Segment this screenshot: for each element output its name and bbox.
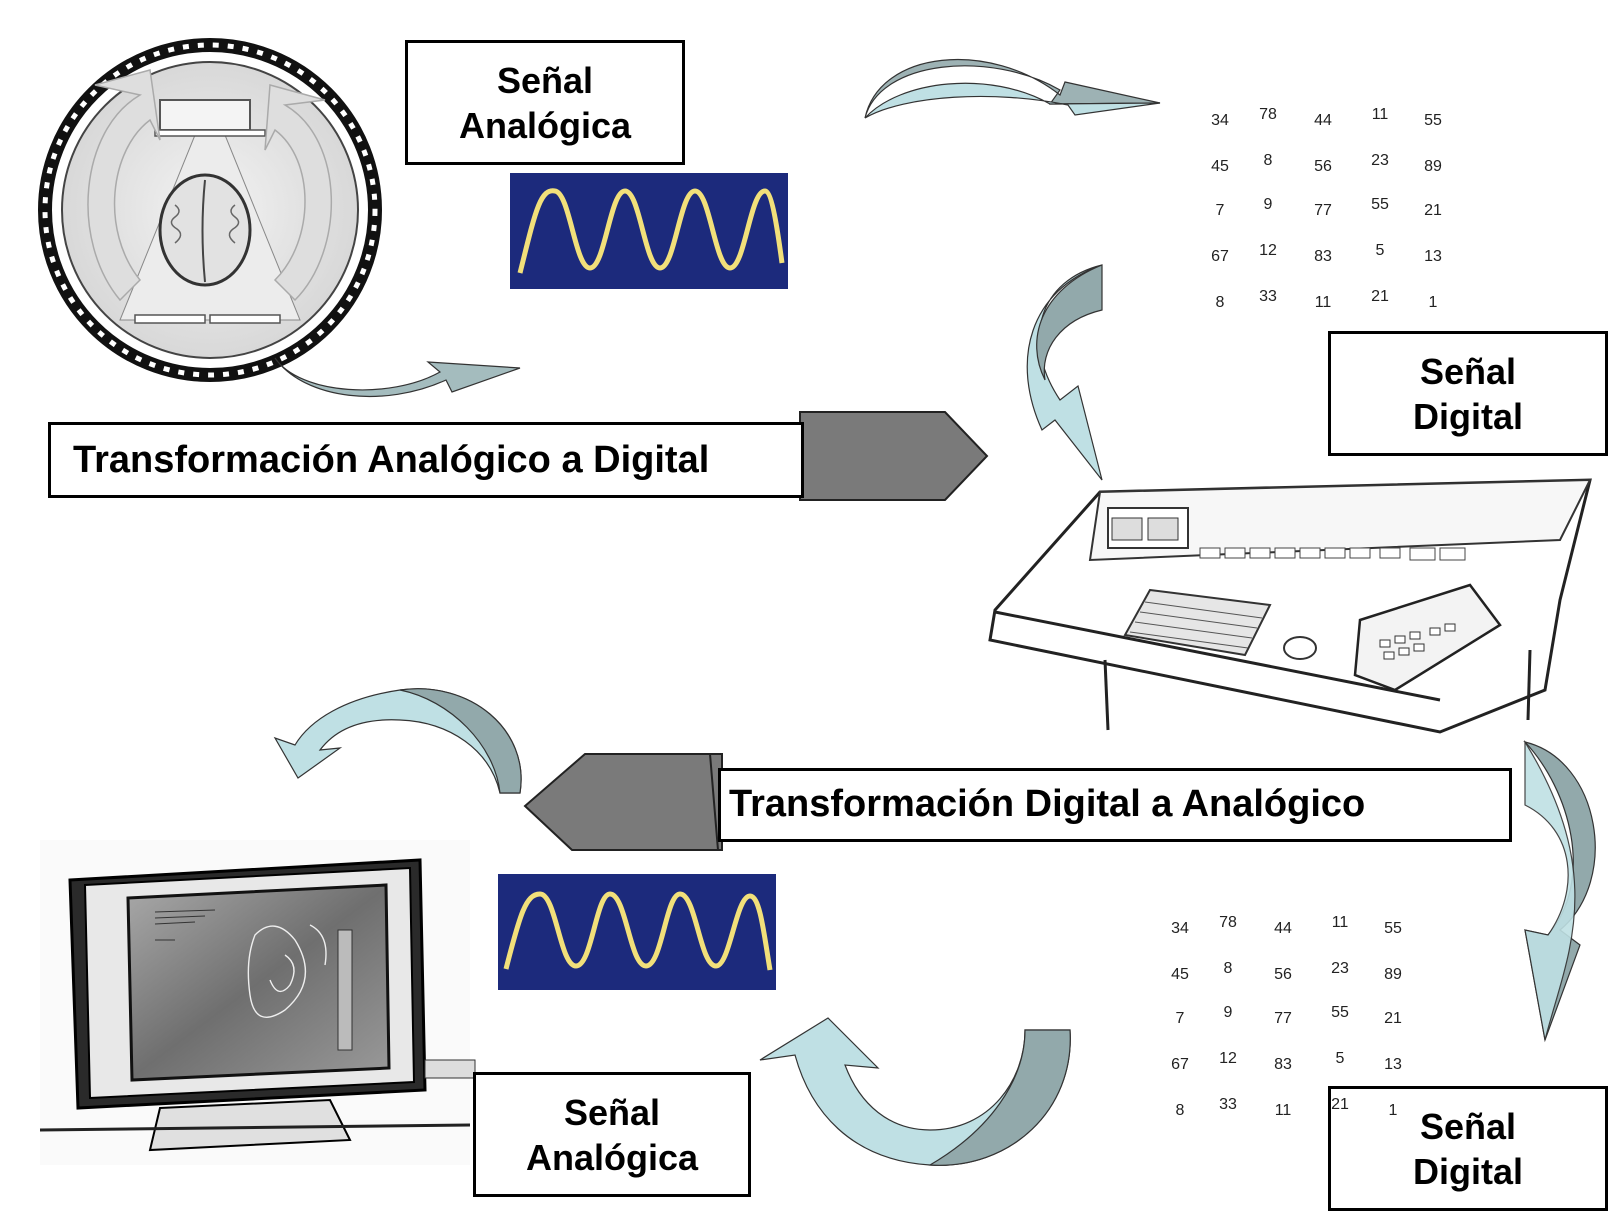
digital-signal-label-top: Señal Digital bbox=[1328, 331, 1608, 456]
digital-value-cell: 7 bbox=[1215, 202, 1225, 219]
digital-value-cell: 11 bbox=[1314, 294, 1332, 311]
digital-value-cell: 5 bbox=[1375, 242, 1385, 259]
label-line: Digital bbox=[1412, 395, 1523, 437]
digital-value-cell: 21 bbox=[1331, 1096, 1349, 1113]
digital-value-cell: 23 bbox=[1331, 960, 1349, 977]
analog-wave-image-top bbox=[510, 173, 788, 289]
scanner-console-icon bbox=[988, 478, 1592, 734]
digital-value-cell: 45 bbox=[1211, 158, 1229, 175]
curved-arrow-console-to-digital-bottom bbox=[1523, 739, 1596, 1043]
adc-arrow-head bbox=[799, 411, 989, 501]
digital-values-grid-top: 34 78 44 11 55 45 8 56 23 89 7 9 77 55 21 67 12 83 5 13 8 33 1… bbox=[1195, 106, 1485, 330]
digital-value-cell: 8 bbox=[1215, 294, 1225, 311]
digital-values-grid-bottom: 34 78 44 11 55 45 8 56 23 89 7 9 77 55 21 67 12 83 5 13 8 33 1… bbox=[1155, 914, 1445, 1138]
ct-scanner-icon bbox=[38, 38, 382, 382]
digital-value-cell: 56 bbox=[1274, 966, 1292, 983]
dac-band-label: Transformación Digital a Analógico bbox=[729, 783, 1366, 825]
digital-value-cell: 21 bbox=[1424, 202, 1442, 219]
curved-arrow-dac-to-monitor bbox=[273, 688, 522, 794]
digital-value-cell: 83 bbox=[1314, 248, 1332, 265]
curved-arrow-ct-to-adc bbox=[274, 357, 521, 398]
adc-band-label: Transformación Analógico a Digital bbox=[73, 439, 710, 481]
digital-value-cell: 34 bbox=[1211, 112, 1229, 129]
adc-band: Transformación Analógico a Digital bbox=[48, 422, 804, 498]
digital-value-cell: 83 bbox=[1274, 1056, 1292, 1073]
digital-value-cell: 11 bbox=[1331, 914, 1349, 931]
digital-value-cell: 23 bbox=[1371, 152, 1389, 169]
curved-arrow-to-digital-top bbox=[864, 59, 1161, 119]
digital-value-cell: 13 bbox=[1424, 248, 1442, 265]
label-line: Analógica bbox=[525, 1136, 699, 1178]
analog-signal-label-bottom: Señal Analógica bbox=[473, 1072, 751, 1197]
label-line: Señal bbox=[563, 1091, 661, 1133]
curved-arrow-digital-to-analog-bottom bbox=[759, 1017, 1071, 1166]
digital-value-cell: 34 bbox=[1171, 920, 1189, 937]
digital-value-cell: 77 bbox=[1274, 1010, 1292, 1027]
digital-value-cell: 11 bbox=[1371, 106, 1389, 123]
digital-value-cell: 78 bbox=[1259, 106, 1277, 123]
curved-arrow-digital-to-console bbox=[1026, 264, 1103, 481]
digital-value-cell: 21 bbox=[1371, 288, 1389, 305]
dac-band: Transformación Digital a Analógico bbox=[718, 768, 1512, 842]
analog-wave-line bbox=[503, 891, 773, 971]
digital-value-cell: 45 bbox=[1171, 966, 1189, 983]
digital-value-cell: 67 bbox=[1211, 248, 1229, 265]
digital-value-cell: 21 bbox=[1384, 1010, 1402, 1027]
digital-value-cell: 44 bbox=[1314, 112, 1332, 129]
digital-value-cell: 1 bbox=[1388, 1102, 1398, 1119]
label-line: Analógica bbox=[458, 104, 632, 146]
digital-value-cell: 8 bbox=[1175, 1102, 1185, 1119]
digital-value-cell: 56 bbox=[1314, 158, 1332, 175]
digital-value-cell: 33 bbox=[1259, 288, 1277, 305]
digital-value-cell: 55 bbox=[1424, 112, 1442, 129]
digital-value-cell: 12 bbox=[1219, 1050, 1237, 1067]
digital-value-cell: 13 bbox=[1384, 1056, 1402, 1073]
digital-value-cell: 55 bbox=[1331, 1004, 1349, 1021]
analog-wave-line bbox=[517, 188, 785, 274]
digital-value-cell: 9 bbox=[1263, 196, 1273, 213]
digital-value-cell: 8 bbox=[1263, 152, 1273, 169]
digital-value-cell: 89 bbox=[1424, 158, 1442, 175]
digital-value-cell: 1 bbox=[1428, 294, 1438, 311]
analog-wave-image-bottom bbox=[498, 874, 776, 990]
digital-value-cell: 9 bbox=[1223, 1004, 1233, 1021]
monitor-brain-image-icon bbox=[39, 840, 476, 1165]
digital-value-cell: 77 bbox=[1314, 202, 1332, 219]
label-line: Señal bbox=[1419, 1105, 1517, 1147]
digital-value-cell: 78 bbox=[1219, 914, 1237, 931]
digital-value-cell: 55 bbox=[1371, 196, 1389, 213]
digital-value-cell: 44 bbox=[1274, 920, 1292, 937]
digital-value-cell: 89 bbox=[1384, 966, 1402, 983]
label-line: Señal bbox=[496, 59, 594, 101]
analog-signal-label-top: Señal Analógica bbox=[405, 40, 685, 165]
label-line: Digital bbox=[1412, 1150, 1523, 1192]
digital-value-cell: 55 bbox=[1384, 920, 1402, 937]
digital-value-cell: 7 bbox=[1175, 1010, 1185, 1027]
digital-value-cell: 33 bbox=[1219, 1096, 1237, 1113]
digital-value-cell: 12 bbox=[1259, 242, 1277, 259]
digital-value-cell: 5 bbox=[1335, 1050, 1345, 1067]
digital-value-cell: 8 bbox=[1223, 960, 1233, 977]
dac-arrow-head bbox=[523, 753, 723, 851]
digital-signal-label-bottom: Señal Digital bbox=[1328, 1086, 1608, 1211]
label-line: Señal bbox=[1419, 350, 1517, 392]
digital-value-cell: 67 bbox=[1171, 1056, 1189, 1073]
digital-value-cell: 11 bbox=[1274, 1102, 1292, 1119]
